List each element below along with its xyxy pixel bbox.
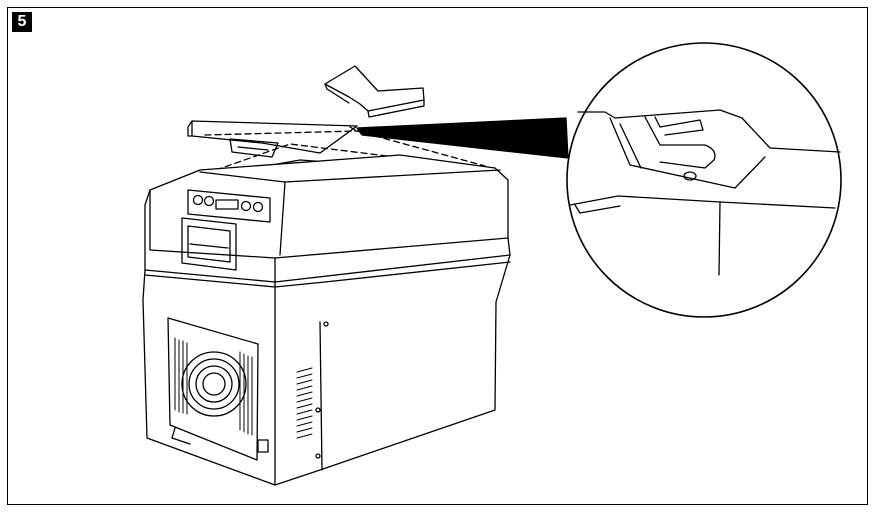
cooler-box-illustration [142, 120, 511, 486]
step-number-badge: 5 [12, 12, 32, 32]
detail-callout-beam [356, 117, 569, 159]
hinge-detail-magnifier [566, 42, 842, 318]
lift-arrow-icon [324, 65, 425, 118]
